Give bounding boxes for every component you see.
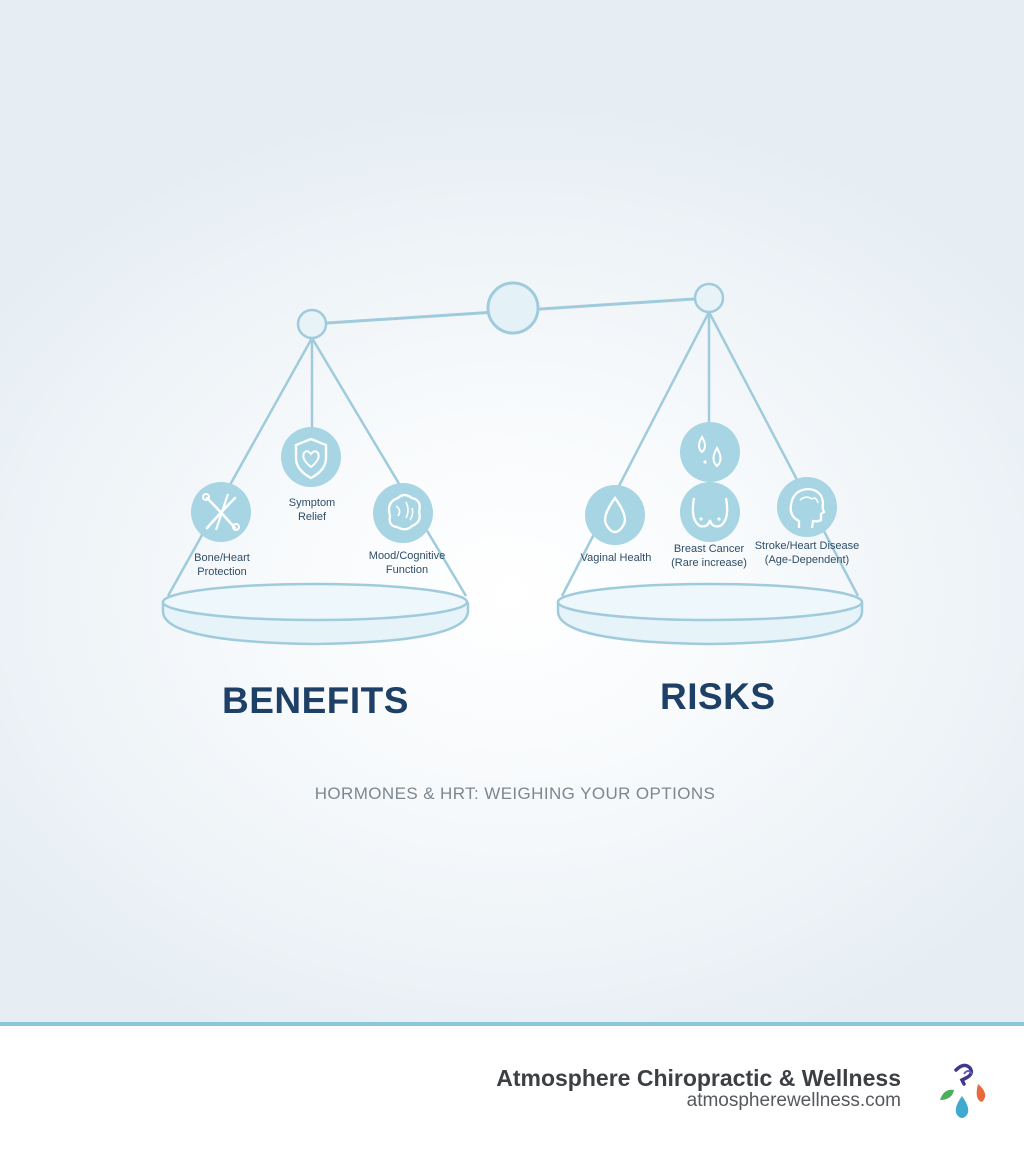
- caption: HORMONES & HRT: WEIGHING YOUR OPTIONS: [314, 784, 716, 803]
- left-hinge: [296, 308, 328, 340]
- balance-scale-drawing: [161, 281, 864, 646]
- right-hinge: [693, 282, 725, 314]
- footer: [0, 1026, 1024, 1154]
- scale-pivot: [486, 281, 540, 335]
- risk-label-stroke-heart: Stroke/Heart Disease (Age-Dependent): [752, 539, 862, 567]
- heart-shield-icon: [281, 427, 341, 487]
- breast-icon: [680, 482, 740, 542]
- benefits-heading: BENEFITS: [222, 680, 409, 721]
- benefit-label-line: Relief: [297, 511, 327, 523]
- risk-label-vaginal-health: Vaginal Health: [571, 551, 661, 565]
- risks-heading: RISKS: [660, 676, 776, 717]
- blood-drops-icon: [680, 422, 740, 482]
- benefit-label-line: Mood/Cognitive: [368, 550, 446, 562]
- atmosphere-drops-logo-icon: [940, 1063, 986, 1118]
- risk-label-line: (Rare increase): [671, 557, 747, 569]
- risk-label-line: (Age-Dependent): [764, 554, 850, 566]
- brand-name: Atmosphere Chiropractic & Wellness: [496, 1065, 901, 1091]
- right-pan-strings: [560, 311, 860, 597]
- brain-icon: [373, 483, 433, 543]
- risk-label-line: Stroke/Heart Disease: [754, 540, 860, 552]
- benefit-label-symptom-relief: Symptom Relief: [272, 496, 352, 524]
- footer-divider: [0, 1022, 1024, 1026]
- scale-illustration: Bone/Heart Protection Symptom Relief Moo…: [0, 0, 1024, 1024]
- benefit-label-line: Function: [385, 564, 429, 576]
- left-pan-strings: [166, 337, 468, 597]
- bone-cross-icon: [191, 482, 251, 542]
- left-pan: [161, 582, 470, 646]
- benefit-label-bone-heart: Bone/Heart Protection: [181, 551, 263, 579]
- head-profile-brain-icon: [777, 477, 837, 537]
- risk-label-line: Vaginal Health: [580, 552, 652, 564]
- drop-icon: [585, 485, 645, 545]
- brand-website-link[interactable]: atmospherewellness.com: [686, 1090, 901, 1111]
- right-pan: [556, 582, 864, 646]
- benefit-label-mood-cognitive: Mood/Cognitive Function: [357, 549, 457, 577]
- benefit-label-line: Protection: [197, 566, 247, 578]
- benefit-label-line: Symptom: [288, 497, 336, 509]
- risk-label-line: Breast Cancer: [673, 543, 745, 555]
- benefit-label-line: Bone/Heart: [194, 552, 250, 564]
- risk-label-breast-cancer: Breast Cancer (Rare increase): [660, 542, 758, 570]
